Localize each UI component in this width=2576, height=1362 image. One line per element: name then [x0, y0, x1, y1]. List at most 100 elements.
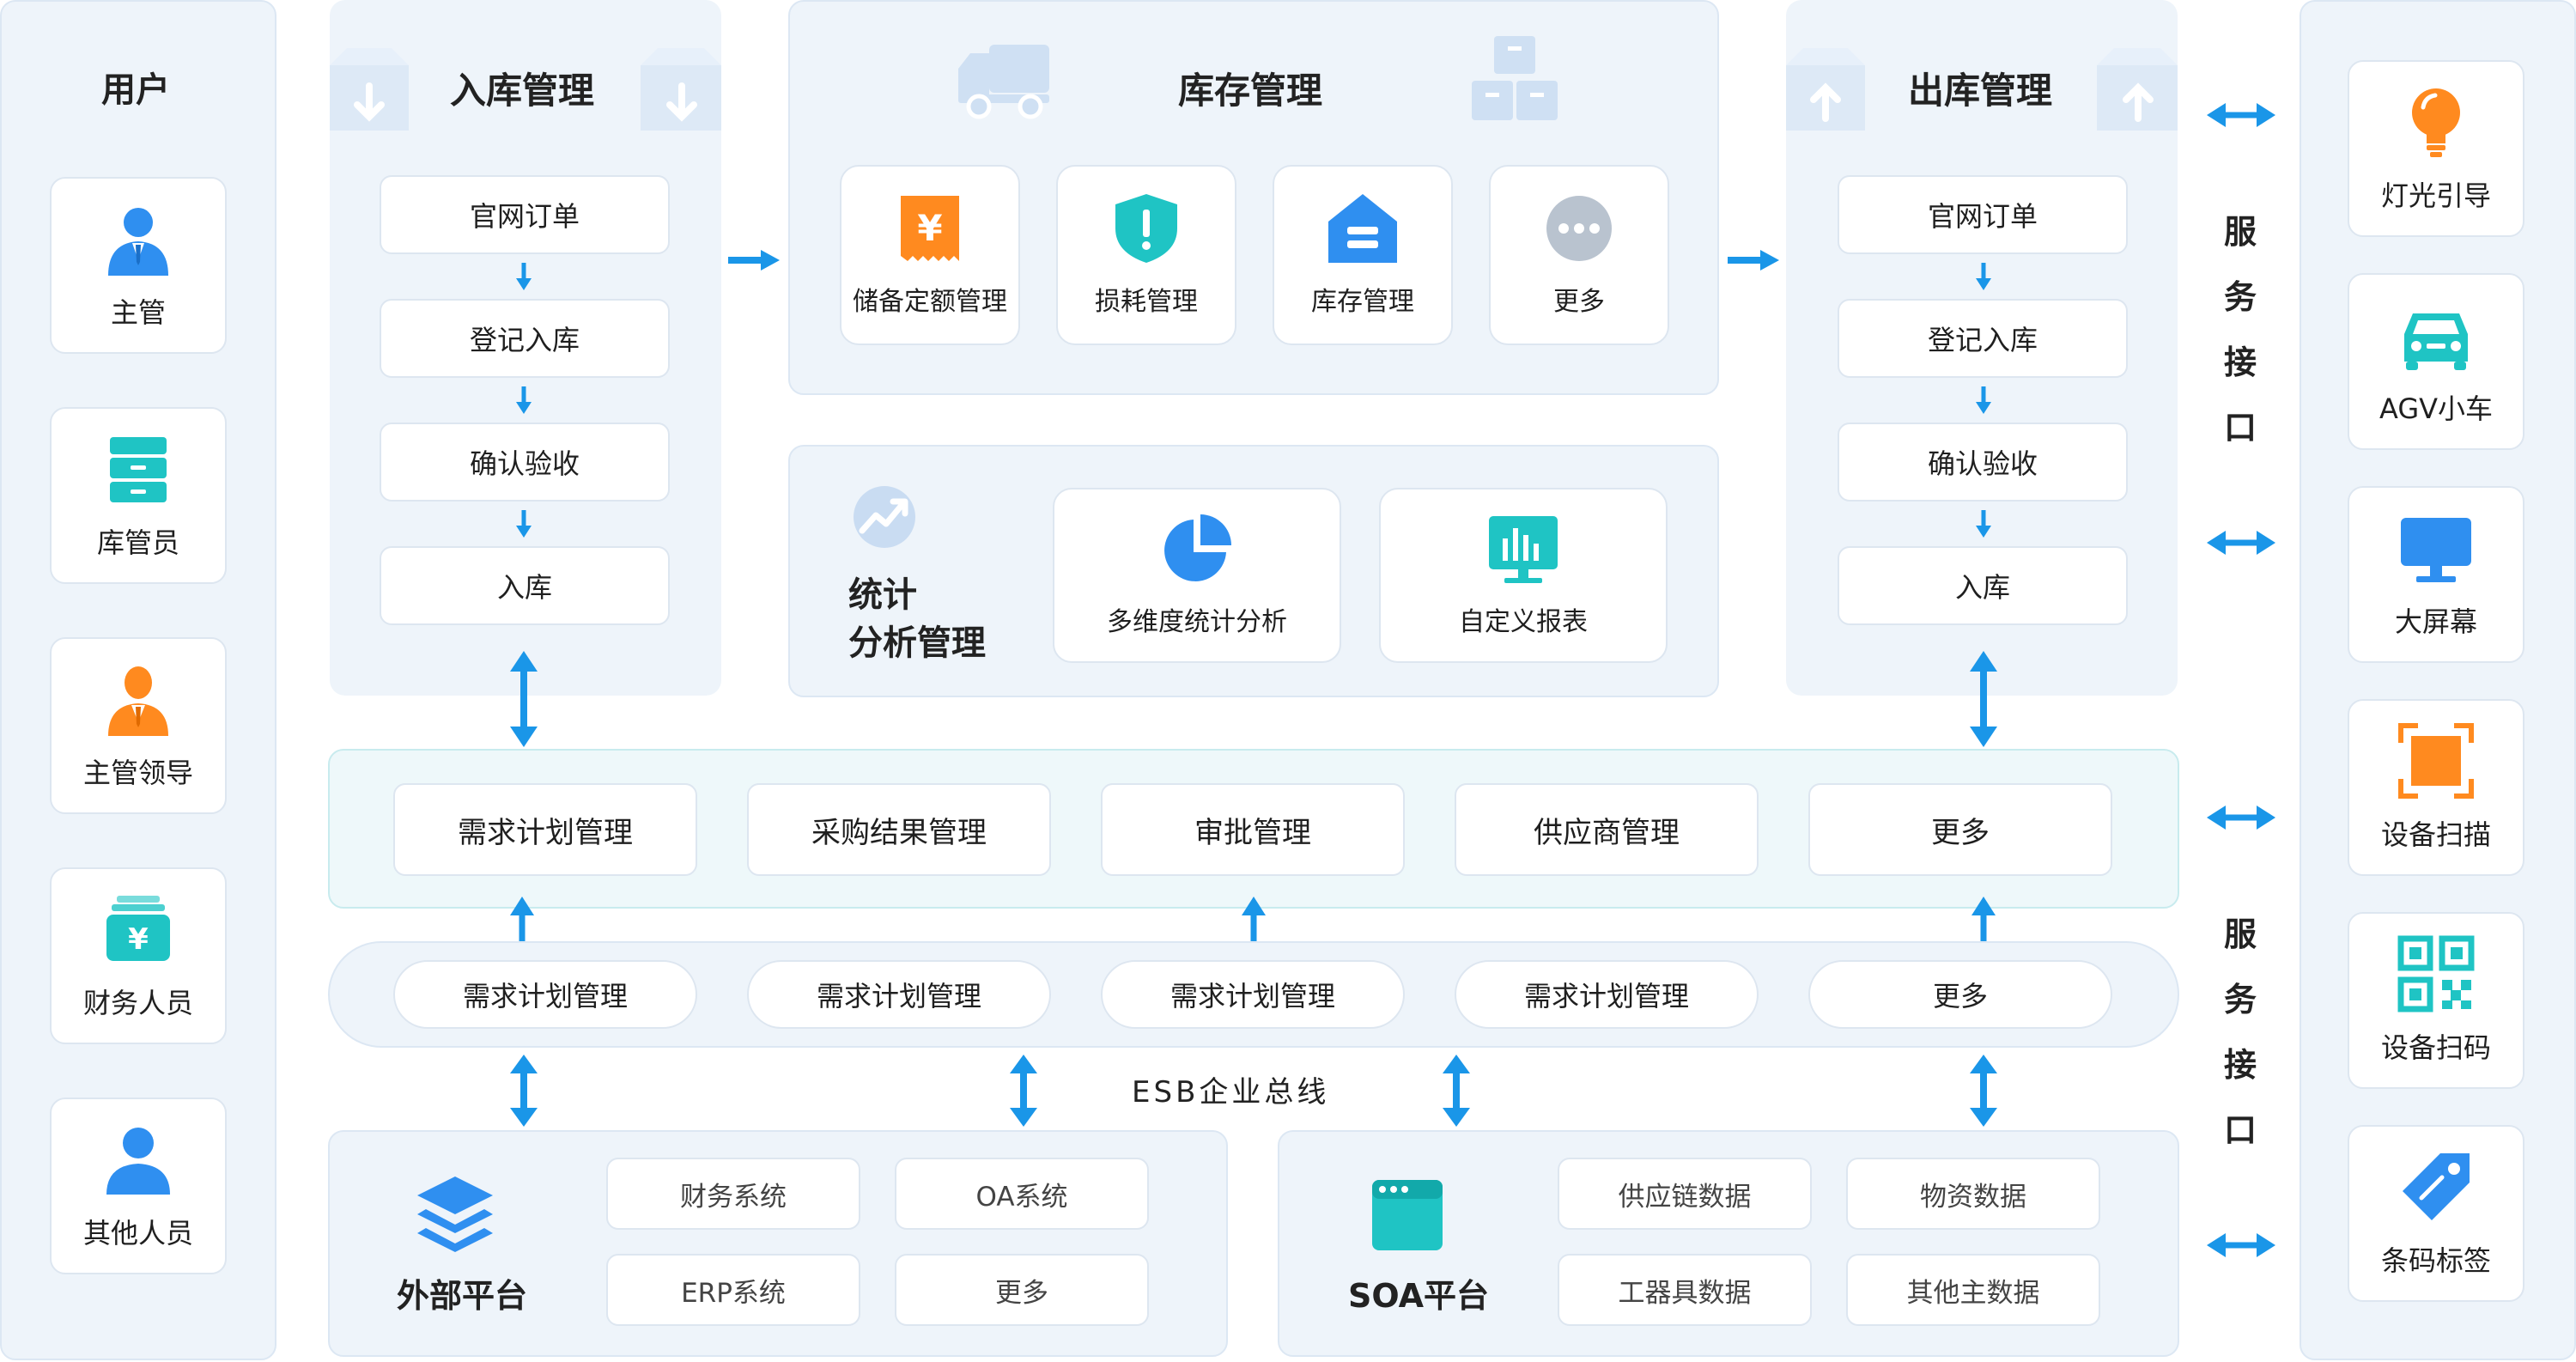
bi-arrow-horizontal — [2207, 806, 2275, 830]
warehouse-icon — [1328, 194, 1397, 263]
scan-icon — [2398, 723, 2474, 799]
outbound-step-store[interactable]: 入库 — [1838, 546, 2128, 625]
monitor-icon — [2401, 518, 2471, 582]
external-item-more[interactable]: 更多 — [895, 1254, 1149, 1326]
box-up-icon — [2097, 48, 2178, 131]
flow-arrow-right — [728, 250, 780, 271]
user-label: 主管领导 — [82, 757, 193, 789]
module-more[interactable]: 更多 — [1489, 165, 1669, 345]
trend-icon — [854, 486, 915, 548]
business-item-procurement[interactable]: 采购结果管理 — [747, 783, 1051, 876]
user-card-keeper[interactable]: 库管员 — [50, 407, 227, 584]
module-label: 更多 — [1553, 287, 1605, 317]
flow-arrow-down — [516, 510, 532, 538]
device-label: 条码标签 — [2380, 1244, 2491, 1277]
module-custom-report[interactable]: 自定义报表 — [1379, 488, 1668, 663]
bulb-icon — [2412, 88, 2460, 157]
device-label: AGV小车 — [2379, 392, 2494, 425]
module-loss[interactable]: 损耗管理 — [1056, 165, 1236, 345]
flow-arrow-up — [1242, 897, 1266, 943]
user-label: 主管 — [110, 296, 166, 329]
soa-platform-title: SOA平台 — [1348, 1277, 1490, 1315]
soa-item-tools[interactable]: 工器具数据 — [1558, 1254, 1812, 1326]
device-label: 灯光引导 — [2380, 179, 2491, 212]
bi-arrow-vertical — [1970, 1055, 1997, 1127]
device-card-screen[interactable]: 大屏幕 — [2348, 486, 2524, 663]
flow-arrow-up — [1971, 897, 1996, 943]
yuan-tag-icon: ¥ — [901, 196, 959, 261]
box-down-icon — [330, 48, 409, 131]
device-label: 设备扫描 — [2380, 818, 2491, 851]
module-label: 损耗管理 — [1095, 287, 1198, 317]
bus-item[interactable]: 需求计划管理 — [1101, 960, 1405, 1029]
user-card-leader[interactable]: 主管领导 — [50, 637, 227, 814]
user-label: 财务人员 — [82, 987, 193, 1019]
shield-alert-icon — [1115, 194, 1177, 263]
bar-monitor-icon — [1489, 516, 1558, 583]
flow-arrow-down — [1976, 510, 1991, 538]
module-reserve-quota[interactable]: ¥ 储备定额管理 — [840, 165, 1020, 345]
inbound-title: 入库管理 — [450, 70, 595, 112]
device-label: 设备扫码 — [2380, 1031, 2491, 1064]
bi-arrow-horizontal — [2207, 103, 2275, 127]
inbound-step-inspect[interactable]: 确认验收 — [380, 423, 670, 502]
flow-arrow-down — [1976, 386, 1991, 414]
flow-arrow-right — [1728, 250, 1779, 271]
pie-chart-icon — [1164, 514, 1231, 581]
module-label: 库存管理 — [1311, 287, 1414, 317]
business-item-approval[interactable]: 审批管理 — [1101, 783, 1405, 876]
module-label: 多维度统计分析 — [1107, 607, 1287, 637]
box-up-icon — [1786, 48, 1865, 131]
business-item-more[interactable]: 更多 — [1808, 783, 2112, 876]
module-label: 自定义报表 — [1459, 607, 1588, 637]
more-dots-icon — [1546, 196, 1612, 261]
user-card-finance[interactable]: ¥ 财务人员 — [50, 867, 227, 1044]
bus-item[interactable]: 需求计划管理 — [747, 960, 1051, 1029]
device-label: 大屏幕 — [2394, 605, 2477, 638]
car-icon — [2404, 313, 2468, 370]
external-item-erp[interactable]: ERP系统 — [606, 1254, 860, 1326]
outbound-step-order[interactable]: 官网订单 — [1838, 175, 2128, 254]
truck-icon — [958, 45, 1049, 119]
inventory-title: 库存管理 — [1178, 70, 1323, 112]
user-card-manager[interactable]: 主管 — [50, 177, 227, 354]
module-stock[interactable]: 库存管理 — [1273, 165, 1453, 345]
device-card-barcode[interactable]: 条码标签 — [2348, 1125, 2524, 1302]
external-item-finance[interactable]: 财务系统 — [606, 1158, 860, 1230]
window-icon — [1372, 1180, 1443, 1250]
inbound-step-store[interactable]: 入库 — [380, 546, 670, 625]
flow-arrow-down — [1976, 263, 1991, 290]
device-card-light[interactable]: 灯光引导 — [2348, 60, 2524, 237]
soa-item-material[interactable]: 物资数据 — [1846, 1158, 2100, 1230]
business-item-demand-plan[interactable]: 需求计划管理 — [393, 783, 697, 876]
svg-text:¥: ¥ — [917, 207, 942, 249]
bus-item[interactable]: 需求计划管理 — [393, 960, 697, 1029]
outbound-step-register[interactable]: 登记入库 — [1838, 299, 2128, 378]
soa-item-other-master[interactable]: 其他主数据 — [1846, 1254, 2100, 1326]
boxes-icon — [1472, 36, 1558, 120]
device-card-qrcode[interactable]: 设备扫码 — [2348, 912, 2524, 1089]
outbound-step-inspect[interactable]: 确认验收 — [1838, 423, 2128, 502]
svg-text:¥: ¥ — [128, 922, 149, 957]
finance-icon: ¥ — [106, 896, 170, 961]
bi-arrow-vertical — [1010, 1055, 1037, 1127]
bus-item[interactable]: 需求计划管理 — [1455, 960, 1759, 1029]
soa-item-supply-chain[interactable]: 供应链数据 — [1558, 1158, 1812, 1230]
outbound-title: 出库管理 — [1908, 70, 2053, 112]
statistics-title-line1: 统计 — [848, 575, 917, 615]
external-item-oa[interactable]: OA系统 — [895, 1158, 1149, 1230]
business-item-supplier[interactable]: 供应商管理 — [1455, 783, 1759, 876]
device-card-scan[interactable]: 设备扫描 — [2348, 699, 2524, 876]
bi-arrow-vertical — [1970, 651, 1997, 747]
inbound-step-order[interactable]: 官网订单 — [380, 175, 670, 254]
service-interface-label-top: 服 务 接 口 — [2223, 213, 2257, 447]
module-multi-dim-stats[interactable]: 多维度统计分析 — [1053, 488, 1341, 663]
users-title: 用户 — [101, 70, 170, 110]
bi-arrow-horizontal — [2207, 531, 2275, 555]
bus-item-more[interactable]: 更多 — [1808, 960, 2112, 1029]
inbound-step-register[interactable]: 登记入库 — [380, 299, 670, 378]
bi-arrow-horizontal — [2207, 1233, 2275, 1257]
bi-arrow-vertical — [510, 1055, 538, 1127]
user-card-other[interactable]: 其他人员 — [50, 1098, 227, 1274]
device-card-agv[interactable]: AGV小车 — [2348, 273, 2524, 450]
